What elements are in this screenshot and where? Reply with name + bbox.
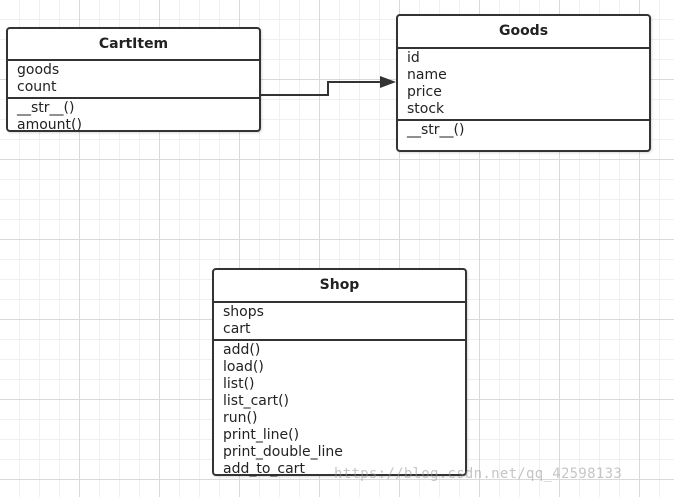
method-row: add_to_cart bbox=[223, 461, 305, 477]
method-row: load() bbox=[223, 359, 264, 375]
class-box-goods[interactable]: Goods id name price stock __str__() bbox=[396, 14, 651, 152]
class-box-cartitem[interactable]: CartItem goods count __str__() amount() bbox=[6, 27, 261, 135]
method-row: run() bbox=[223, 410, 258, 426]
class-title: Shop bbox=[214, 270, 465, 303]
attribute-row: stock bbox=[407, 101, 445, 117]
association-connector[interactable] bbox=[261, 81, 382, 96]
method-row: print_line() bbox=[223, 427, 300, 443]
method-row: __str__() bbox=[407, 122, 465, 138]
class-box-shop[interactable]: Shop shops cart add() load() list() list… bbox=[212, 268, 467, 479]
attributes-section: id name price stock bbox=[398, 49, 649, 119]
attribute-row: id bbox=[407, 50, 420, 66]
attributes-section: goods count bbox=[8, 61, 259, 97]
method-row: amount() bbox=[17, 117, 82, 133]
method-row: list() bbox=[223, 376, 255, 392]
attribute-row: cart bbox=[223, 321, 251, 337]
arrowhead-icon bbox=[380, 76, 396, 88]
methods-section: add() load() list() list_cart() run() pr… bbox=[214, 339, 465, 479]
method-row: __str__() bbox=[17, 100, 75, 116]
methods-section: __str__() bbox=[398, 119, 649, 140]
watermark: https://blog.csdn.net/qq_42598133 bbox=[334, 466, 623, 482]
attribute-row: goods bbox=[17, 62, 60, 78]
attribute-row: count bbox=[17, 79, 57, 95]
methods-section: __str__() amount() bbox=[8, 97, 259, 135]
class-title: CartItem bbox=[8, 29, 259, 61]
method-row: add() bbox=[223, 342, 261, 358]
class-title: Goods bbox=[398, 16, 649, 49]
attribute-row: shops bbox=[223, 304, 264, 320]
attribute-row: price bbox=[407, 84, 442, 100]
method-row: list_cart() bbox=[223, 393, 290, 409]
attribute-row: name bbox=[407, 67, 447, 83]
attributes-section: shops cart bbox=[214, 303, 465, 339]
method-row: print_double_line bbox=[223, 444, 343, 460]
